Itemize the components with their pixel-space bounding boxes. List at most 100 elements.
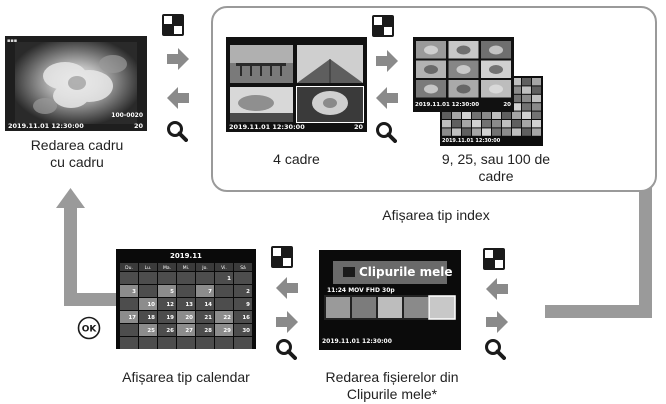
calendar-day-cell xyxy=(120,272,138,284)
calendar-day-cell xyxy=(177,285,195,297)
thumbnail xyxy=(532,78,541,86)
calendar-day-cell xyxy=(139,272,157,284)
four-timestamp: 2019.11.01 12:30:00 xyxy=(229,123,305,131)
zoom-button-icon xyxy=(167,121,188,142)
calendar-day-cell xyxy=(196,272,214,284)
calendar-day-cell xyxy=(215,311,233,323)
calendar-day-cell xyxy=(158,311,176,323)
thumbnail xyxy=(512,128,521,136)
calendar-day-number: 18 xyxy=(147,315,155,321)
calendar-weekday: Mi. xyxy=(183,265,190,271)
calendar-day-cell xyxy=(234,311,252,323)
calendar-day-cell xyxy=(120,324,138,336)
calendar-day-number: 25 xyxy=(147,328,155,334)
thumbnail xyxy=(492,120,501,128)
thumbnail xyxy=(512,78,521,86)
calendar-day-number: 2 xyxy=(246,289,250,295)
index-button-icon xyxy=(271,246,293,268)
thumbnail xyxy=(442,120,451,128)
four-frame-number: 20 xyxy=(353,123,363,131)
arrow-left-icon xyxy=(486,278,508,300)
thumbnail xyxy=(512,120,521,128)
thumbnail xyxy=(462,111,471,119)
thumbnail xyxy=(532,120,541,128)
calendar-weekday: Sâ xyxy=(240,264,246,271)
thumbnail xyxy=(522,78,531,86)
connector-left-arrowhead xyxy=(56,188,85,208)
arrow-left-icon xyxy=(376,87,398,109)
calendar-day-number: 30 xyxy=(242,328,250,334)
calendar-day-number: 1 xyxy=(227,276,231,282)
calendar-day-cell xyxy=(177,272,195,284)
thumbnail xyxy=(512,103,521,111)
thumbnail xyxy=(532,86,541,94)
connector-right-bottom xyxy=(545,305,652,318)
calendar-day-cell xyxy=(120,298,138,310)
thumbnail xyxy=(532,111,541,119)
thumbnail xyxy=(492,128,501,136)
thumbnail xyxy=(482,120,491,128)
calendar-day-cell xyxy=(158,272,176,284)
calendar-weekday: Vi. xyxy=(221,265,227,271)
calendar-day-cell xyxy=(177,298,195,310)
calendar-day-number: 7 xyxy=(208,289,212,295)
index-button-icon xyxy=(162,14,184,36)
thumbnail xyxy=(492,111,501,119)
single-info: 100-0020 xyxy=(111,112,143,119)
calendar-day-number: 28 xyxy=(204,328,212,334)
nine-timestamp: 2019.11.01 12:30:00 xyxy=(415,102,480,108)
calendar-day-number: 14 xyxy=(204,302,212,308)
connector-left-horizontal xyxy=(64,293,116,306)
calendar-day-number: 26 xyxy=(166,328,174,334)
calendar-day-cell xyxy=(234,298,252,310)
calendar-day-cell xyxy=(196,337,214,349)
index-button-icon xyxy=(372,15,394,37)
thumbnail xyxy=(512,86,521,94)
single-frame-number: 20 xyxy=(133,122,143,130)
zoom-button-icon xyxy=(485,339,506,360)
calendar-day-cell xyxy=(120,337,138,349)
calendar-weekday: Lu. xyxy=(145,265,152,271)
calendar-day-cell xyxy=(196,285,214,297)
thumbnail xyxy=(462,128,471,136)
caption-single-frame: Redarea cadru cu cadru xyxy=(30,137,124,170)
calendar-day-number: 27 xyxy=(185,328,193,334)
calendar-day-cell xyxy=(139,298,157,310)
thumbnail xyxy=(452,111,461,119)
calendar-day-number: 13 xyxy=(185,302,193,308)
thumbnail xyxy=(502,111,511,119)
calendar-day-cell xyxy=(139,324,157,336)
calendar-day-number: 12 xyxy=(166,302,174,308)
connector-left-vertical xyxy=(64,203,77,306)
thumbnail xyxy=(522,86,531,94)
clips-screen: Clipurile mele 11:24 MOV FHD 30p 2019.11… xyxy=(319,250,461,350)
calendar-day-cell xyxy=(215,324,233,336)
calendar-day-cell xyxy=(158,324,176,336)
single-frame-screen: ▪▪▪ 100-0020 2019.11.01 12:30:00 20 xyxy=(5,36,147,131)
arrow-left-icon xyxy=(167,87,189,109)
calendar-day-cell xyxy=(177,324,195,336)
four-frame-screen: 2019.11.01 12:30:00 20 xyxy=(226,37,367,132)
calendar-day-cell xyxy=(120,285,138,297)
calendar-day-cell xyxy=(158,337,176,349)
thumbnail xyxy=(522,128,531,136)
ok-button-icon: OK xyxy=(77,316,101,340)
thumbnail xyxy=(462,120,471,128)
clips-timestamp: 2019.11.01 12:30:00 xyxy=(322,338,392,345)
calendar-day-cell xyxy=(196,298,214,310)
calendar-day-cell xyxy=(139,285,157,297)
calendar-day-cell xyxy=(215,285,233,297)
thumbnail xyxy=(452,128,461,136)
caption-four-frames: 4 cadre xyxy=(273,151,320,167)
thumbnail xyxy=(472,120,481,128)
calendar-day-cell xyxy=(158,285,176,297)
calendar-day-number: 16 xyxy=(242,315,250,321)
thumbnail xyxy=(522,103,531,111)
thumbnail xyxy=(512,94,521,103)
calendar-day-cell xyxy=(234,272,252,284)
calendar-day-number: 9 xyxy=(246,302,250,308)
calendar-day-cell xyxy=(234,324,252,336)
thumbnail xyxy=(522,94,531,103)
zoom-button-icon xyxy=(376,122,397,143)
